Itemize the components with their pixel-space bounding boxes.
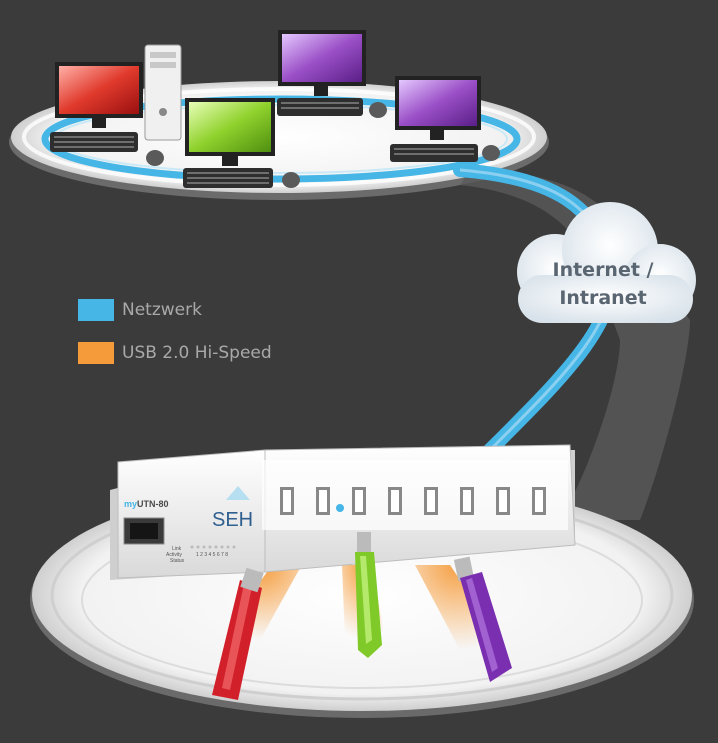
led-label-activity: Activity bbox=[166, 552, 182, 558]
legend-item-usb: USB 2.0 Hi-Speed bbox=[78, 342, 272, 364]
model-name: UTN-80 bbox=[137, 499, 169, 509]
brand-logo: SEH bbox=[212, 509, 253, 531]
led-label-link: Link bbox=[172, 546, 182, 552]
port-numbers: 1 2 3 4 5 6 7 8 bbox=[196, 552, 228, 558]
legend-item-network: Netzwerk bbox=[78, 299, 202, 321]
mouse-icons bbox=[146, 102, 500, 188]
usb-stick-purple bbox=[453, 556, 512, 682]
usb-ports bbox=[280, 487, 546, 515]
monitor-purple-top-icon bbox=[278, 30, 366, 96]
model-prefix: myUTN-80 bbox=[124, 499, 169, 509]
cloud-label: Internet / Intranet bbox=[528, 256, 678, 312]
tower-pc-icon bbox=[144, 44, 182, 141]
legend-swatch-network bbox=[78, 299, 114, 321]
legend-label-network: Netzwerk bbox=[122, 300, 202, 320]
usb-hub-device: myUTN-80 SEH Link Activity Status 1 2 3 … bbox=[110, 444, 576, 580]
legend-label-usb: USB 2.0 Hi-Speed bbox=[122, 343, 272, 363]
cloud-label-line1: Internet / bbox=[552, 259, 654, 281]
cloud-label-line2: Intranet bbox=[559, 287, 647, 309]
monitor-red-icon bbox=[55, 62, 143, 128]
monitor-purple-right-icon bbox=[395, 76, 481, 140]
status-led bbox=[336, 504, 344, 512]
cloud-icon bbox=[517, 202, 696, 323]
usb-stick-red bbox=[212, 567, 264, 700]
legend-swatch-usb bbox=[78, 342, 114, 364]
led-label-status: Status bbox=[170, 558, 185, 564]
usb-stick-green bbox=[355, 532, 382, 658]
monitor-green-icon bbox=[185, 98, 275, 166]
